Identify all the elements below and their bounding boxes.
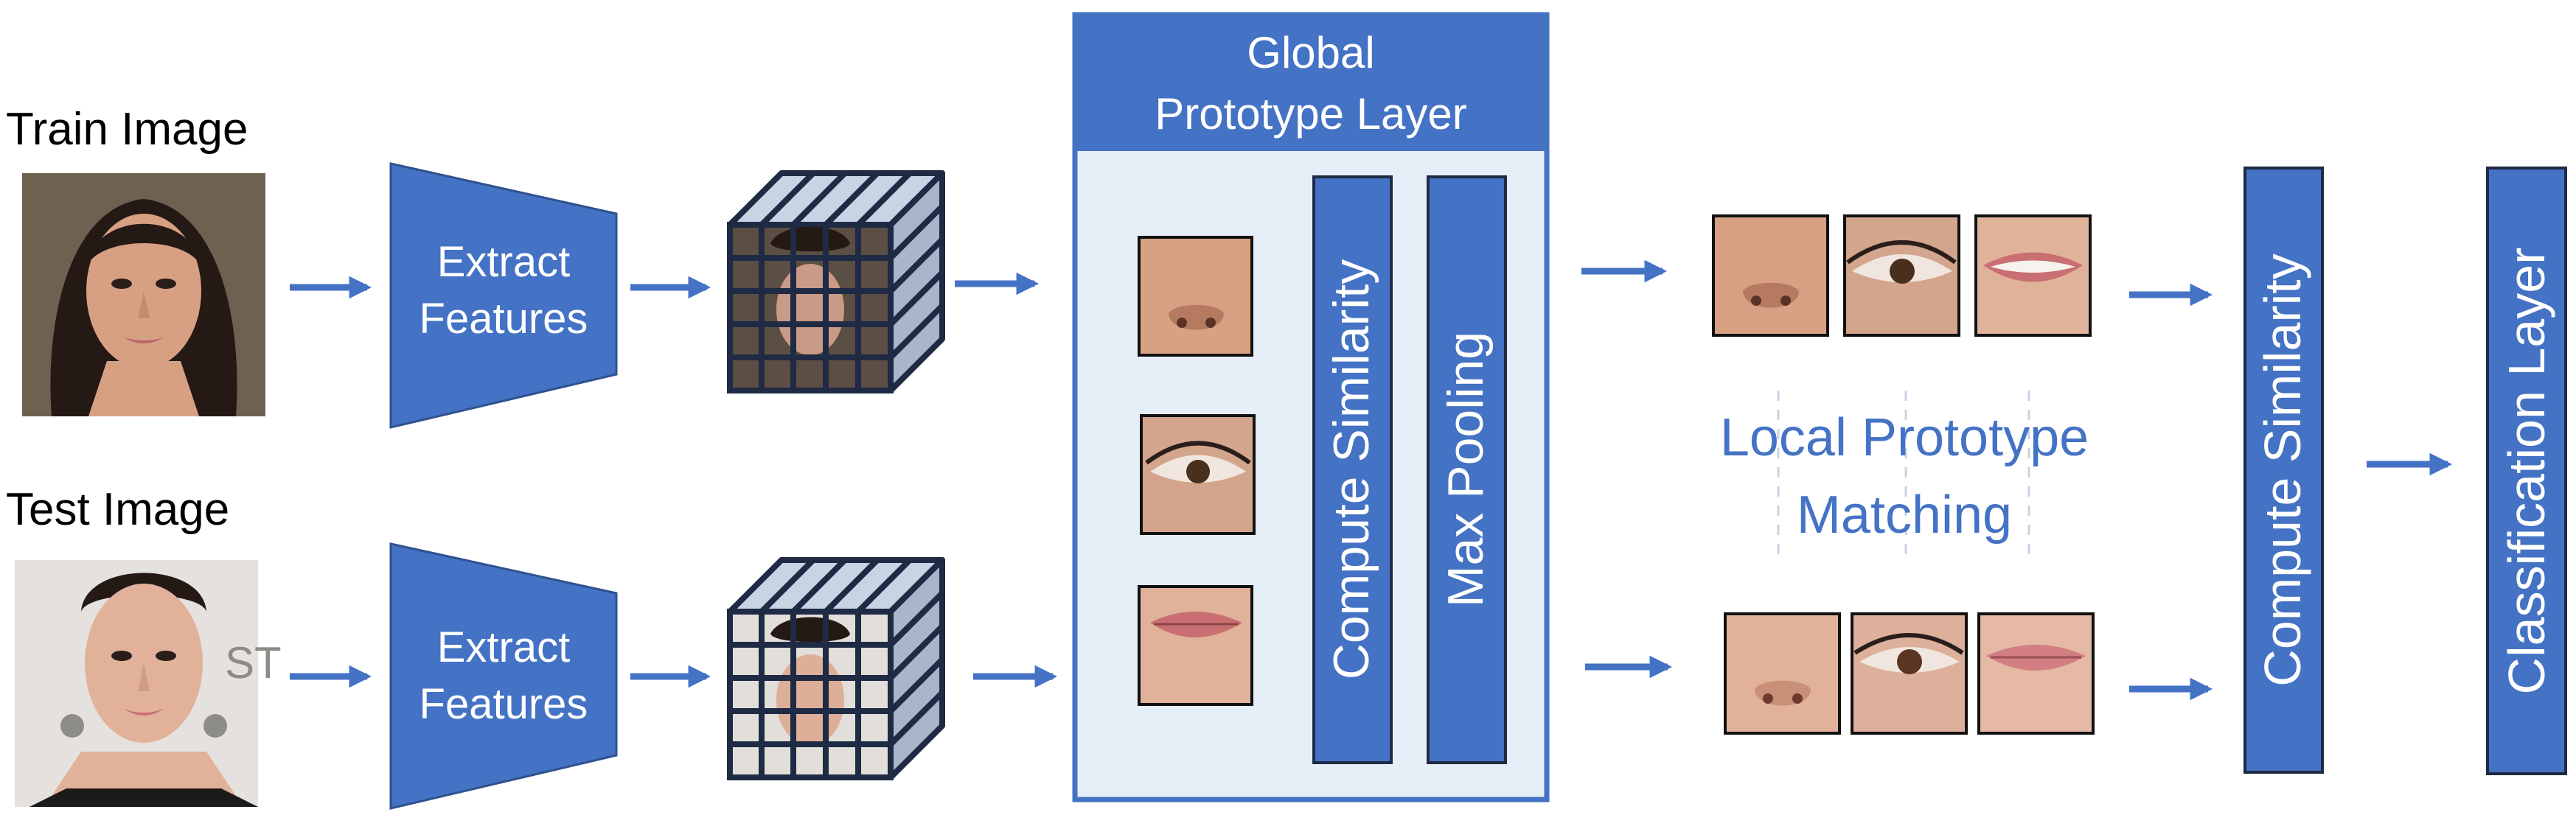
compute-similarity-block-2 (2243, 167, 2324, 774)
local-prototype-matching-line1: Local Prototype (1720, 408, 2089, 467)
svg-text:ST: ST (225, 638, 282, 688)
max-pooling-block (1427, 175, 1507, 764)
train-photo (22, 173, 265, 416)
local-patch-test-nose (1724, 612, 1841, 735)
prototype-patch-nose (1138, 236, 1253, 357)
global-prototype-layer: Global Prototype Layer Compute Similarit… (1072, 12, 1550, 802)
max-pooling-label: Max Pooling (1438, 332, 1494, 607)
global-prototype-title-line1: Global (1247, 28, 1374, 77)
test-image-label: Test Image (6, 484, 229, 535)
extract-features-block-test: Extract Features (389, 542, 618, 810)
feature-cube-test (727, 557, 945, 780)
local-patch-train-nose (1712, 214, 1829, 337)
compute-similarity-2-label: Compute Similarity (2254, 253, 2311, 686)
train-image-label: Train Image (6, 104, 248, 155)
prototype-patch-mouth (1138, 585, 1253, 706)
local-patch-test-eye (1851, 612, 1968, 735)
extract-label-line2: Features (420, 680, 588, 728)
local-prototype-matching-line2: Matching (1797, 486, 2012, 545)
prototype-patch-eye (1140, 414, 1256, 535)
test-photo: ST (15, 560, 282, 807)
local-matching-dividers (1777, 391, 2030, 560)
global-prototype-title-line2: Prototype Layer (1155, 89, 1467, 139)
local-patch-train-eye (1843, 214, 1960, 337)
extract-label-line1: Extract (437, 238, 571, 286)
compute-similarity-block (1312, 175, 1393, 764)
extract-label-line2: Features (420, 295, 588, 343)
classification-layer-label: Classification Layer (2498, 248, 2555, 695)
classification-layer-block (2486, 167, 2567, 775)
local-patch-test-mouth (1977, 612, 2095, 735)
compute-similarity-label: Compute Similarity (1323, 259, 1379, 680)
local-patch-train-mouth (1974, 214, 2092, 337)
extract-features-block-train: Extract Features (389, 162, 618, 429)
feature-cube-train (727, 170, 945, 393)
extract-label-line1: Extract (437, 623, 571, 671)
